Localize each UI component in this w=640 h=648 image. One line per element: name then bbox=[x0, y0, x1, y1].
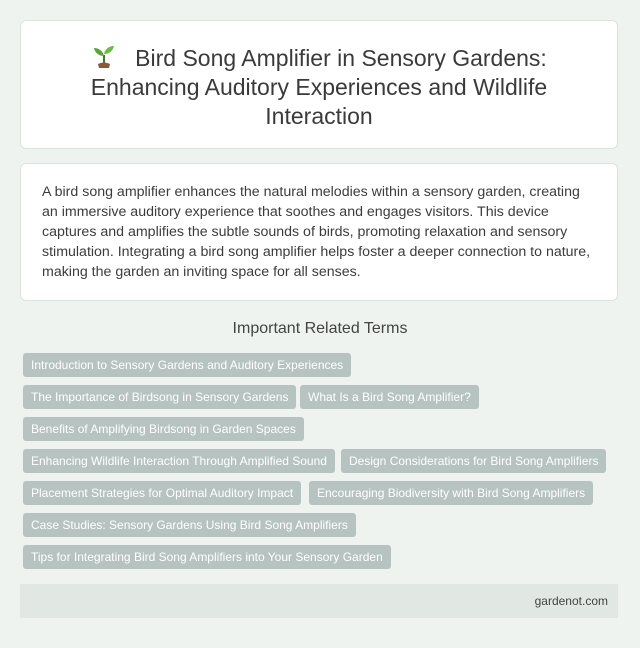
related-term-tag[interactable]: Tips for Integrating Bird Song Amplifier… bbox=[23, 545, 391, 569]
related-term-tag[interactable]: Encouraging Biodiversity with Bird Song … bbox=[309, 481, 594, 505]
page-title: Bird Song Amplifier in Sensory Gardens: … bbox=[41, 43, 597, 131]
intro-card: A bird song amplifier enhances the natur… bbox=[20, 163, 618, 301]
related-term-tag[interactable]: Case Studies: Sensory Gardens Using Bird… bbox=[23, 513, 356, 537]
related-term-tag[interactable]: Placement Strategies for Optimal Auditor… bbox=[23, 481, 302, 505]
intro-paragraph: A bird song amplifier enhances the natur… bbox=[42, 184, 591, 280]
sprout-icon bbox=[94, 46, 115, 68]
title-card: Bird Song Amplifier in Sensory Gardens: … bbox=[20, 20, 618, 149]
footer-site-link[interactable]: gardenot.com bbox=[534, 594, 608, 608]
related-terms-heading: Important Related Terms bbox=[232, 320, 408, 337]
footer: gardenot.com bbox=[20, 584, 618, 618]
related-term-tag[interactable]: The Importance of Birdsong in Sensory Ga… bbox=[23, 385, 297, 409]
related-term-tag[interactable]: Introduction to Sensory Gardens and Audi… bbox=[23, 353, 352, 377]
page-title-text: Bird Song Amplifier in Sensory Gardens: … bbox=[90, 45, 548, 129]
related-term-tag[interactable]: Benefits of Amplifying Birdsong in Garde… bbox=[23, 417, 304, 441]
related-term-tag[interactable]: What Is a Bird Song Amplifier? bbox=[300, 385, 479, 409]
related-term-tag[interactable]: Design Considerations for Bird Song Ampl… bbox=[341, 449, 607, 473]
related-term-tag[interactable]: Enhancing Wildlife Interaction Through A… bbox=[23, 449, 335, 473]
